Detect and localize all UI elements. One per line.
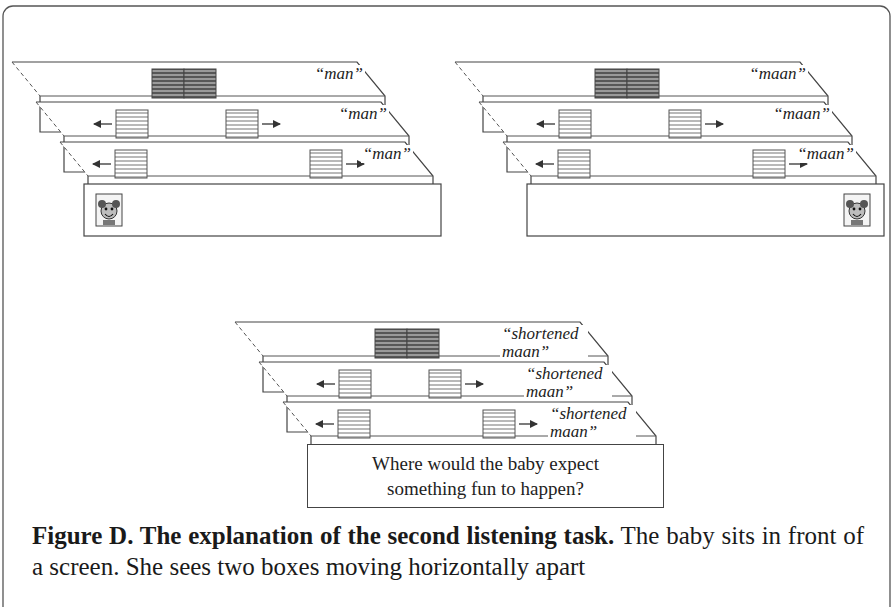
motion-arrow	[93, 163, 111, 164]
striped-box	[226, 110, 258, 138]
screen-depth-edge	[235, 322, 263, 356]
spoken-word-label: “maan”	[771, 105, 832, 123]
figure-frame	[3, 6, 890, 607]
toy-eye	[111, 208, 114, 211]
front-screen	[84, 184, 441, 236]
dark-box	[595, 69, 627, 98]
striped-box	[116, 110, 148, 138]
toy-hair	[112, 200, 120, 208]
spoken-word-label: “shortened maan”	[524, 365, 612, 401]
screen-depth-edge	[60, 142, 88, 176]
toy-eye	[853, 208, 856, 211]
spoken-word-label: “maan”	[795, 145, 856, 163]
front-screen	[527, 184, 884, 236]
toy-collar	[103, 220, 115, 225]
toy-eye	[859, 208, 862, 211]
spoken-word-label: “man”	[337, 105, 389, 123]
motion-arrow	[537, 123, 555, 124]
screen-stacks	[12, 62, 884, 472]
spoken-word-label: “maan”	[747, 65, 808, 83]
toy-hair	[860, 200, 868, 208]
question-text: Where would the baby expect something fu…	[361, 451, 611, 501]
toy-collar	[851, 220, 863, 225]
toy-hair	[98, 200, 106, 208]
spoken-word-label: “man”	[313, 65, 365, 83]
spoken-word-label: “shortened maan”	[500, 325, 588, 361]
toy-mouth	[105, 214, 113, 217]
figure-caption: Figure D. The explanation of the second …	[32, 520, 864, 582]
screen-depth-edge	[455, 62, 483, 96]
screen-depth-edge	[503, 142, 531, 176]
motion-arrow	[346, 163, 364, 164]
toy-hair	[846, 200, 854, 208]
screen-depth-edge	[259, 362, 287, 396]
striped-box	[558, 150, 590, 178]
screen-depth-edge	[283, 402, 311, 436]
screen-depth-edge	[36, 102, 64, 136]
motion-arrow	[705, 123, 723, 124]
dark-box	[407, 329, 439, 358]
spoken-word-label: “shortened maan”	[548, 405, 636, 441]
spoken-word-label: “man”	[361, 145, 413, 163]
striped-box	[483, 410, 515, 438]
toy-frame	[844, 194, 870, 226]
toy-frame	[96, 194, 122, 226]
dark-box	[627, 69, 659, 98]
motion-arrow	[465, 383, 483, 384]
striped-box	[669, 110, 701, 138]
dark-box	[152, 69, 184, 98]
dark-box	[184, 69, 216, 98]
striped-box	[559, 110, 591, 138]
striped-box	[429, 370, 461, 398]
motion-arrow	[94, 123, 112, 124]
motion-arrow	[316, 423, 334, 424]
striped-box	[338, 410, 370, 438]
dark-box	[375, 329, 407, 358]
front-screen: Where would the baby expect something fu…	[307, 444, 664, 508]
figure-title: Figure D. The explanation of the second …	[32, 522, 614, 549]
motion-arrow	[536, 163, 554, 164]
motion-arrow	[519, 423, 537, 424]
toy-mouth	[853, 214, 861, 217]
striped-box	[115, 150, 147, 178]
screen-depth-edge	[479, 102, 507, 136]
screen-depth-edge	[12, 62, 40, 96]
toy-eye	[105, 208, 108, 211]
motion-arrow	[262, 123, 280, 124]
striped-box	[339, 370, 371, 398]
striped-box	[310, 150, 342, 178]
motion-arrow	[789, 163, 807, 164]
striped-box	[753, 150, 785, 178]
motion-arrow	[317, 383, 335, 384]
